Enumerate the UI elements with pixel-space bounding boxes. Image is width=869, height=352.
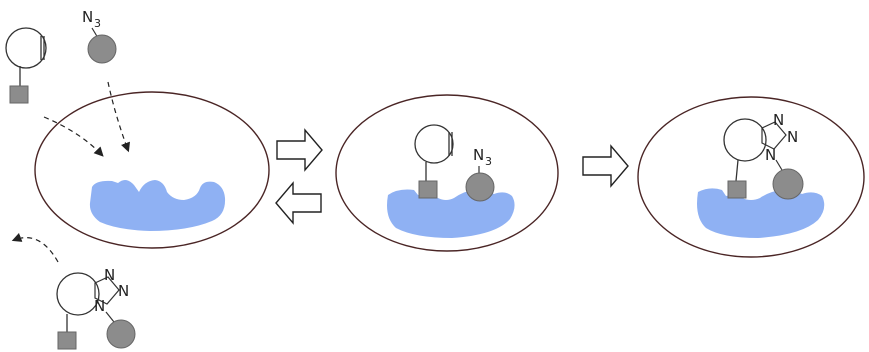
cell-outline	[335, 94, 559, 252]
square-ligand-icon	[9, 85, 29, 104]
cell-1	[34, 91, 270, 249]
azide-subscript: 3	[485, 155, 492, 168]
square-ligand-icon	[727, 180, 747, 199]
free-azide-reagent: N 3	[82, 8, 117, 64]
triazole-n-label: N	[104, 266, 115, 284]
linker-line	[105, 311, 115, 323]
triazole-n-label: N	[118, 282, 129, 300]
azide-subscript: 3	[94, 17, 101, 30]
reverse-arrow-icon	[275, 181, 322, 225]
forward-arrow-icon	[276, 128, 323, 172]
alkyne-ring-icon	[414, 124, 454, 164]
protein-pocket	[697, 188, 825, 238]
alkyne-ring-icon	[5, 27, 47, 69]
released-triazole-product: N N N	[56, 266, 136, 350]
dashed-arrow-icon	[107, 81, 130, 153]
circle-ligand-icon	[106, 319, 136, 349]
triazole-n-label: N	[787, 128, 798, 146]
cell-outline	[637, 96, 865, 258]
linker-line	[735, 159, 739, 182]
azide-label: N	[82, 8, 93, 26]
cell-3: N N N	[637, 96, 865, 258]
dashed-arrow-icon	[43, 116, 104, 157]
free-alkyne-reagent	[5, 27, 47, 104]
square-ligand-icon	[418, 180, 438, 199]
forward-arrow-icon	[582, 144, 629, 188]
triazole-n-label: N	[765, 146, 776, 164]
protein-pocket	[89, 179, 226, 231]
product-ring-icon	[56, 272, 100, 316]
square-ligand-icon	[57, 331, 77, 350]
circle-ligand-icon	[87, 34, 117, 64]
circle-ligand-icon	[465, 172, 495, 202]
triazole-n-label: N	[773, 111, 784, 129]
cell-2: N 3	[335, 94, 559, 252]
protein-pocket	[387, 189, 515, 238]
product-ring-icon	[723, 118, 767, 162]
circle-ligand-icon	[772, 168, 804, 200]
azide-label: N	[473, 146, 484, 164]
linker-line	[775, 159, 783, 171]
triazole-n-label: N	[94, 297, 105, 315]
dashed-arrow-icon	[11, 232, 59, 263]
cell-outline	[34, 91, 270, 249]
triazole-ring-icon	[94, 276, 120, 305]
triazole-ring-icon	[761, 121, 787, 150]
